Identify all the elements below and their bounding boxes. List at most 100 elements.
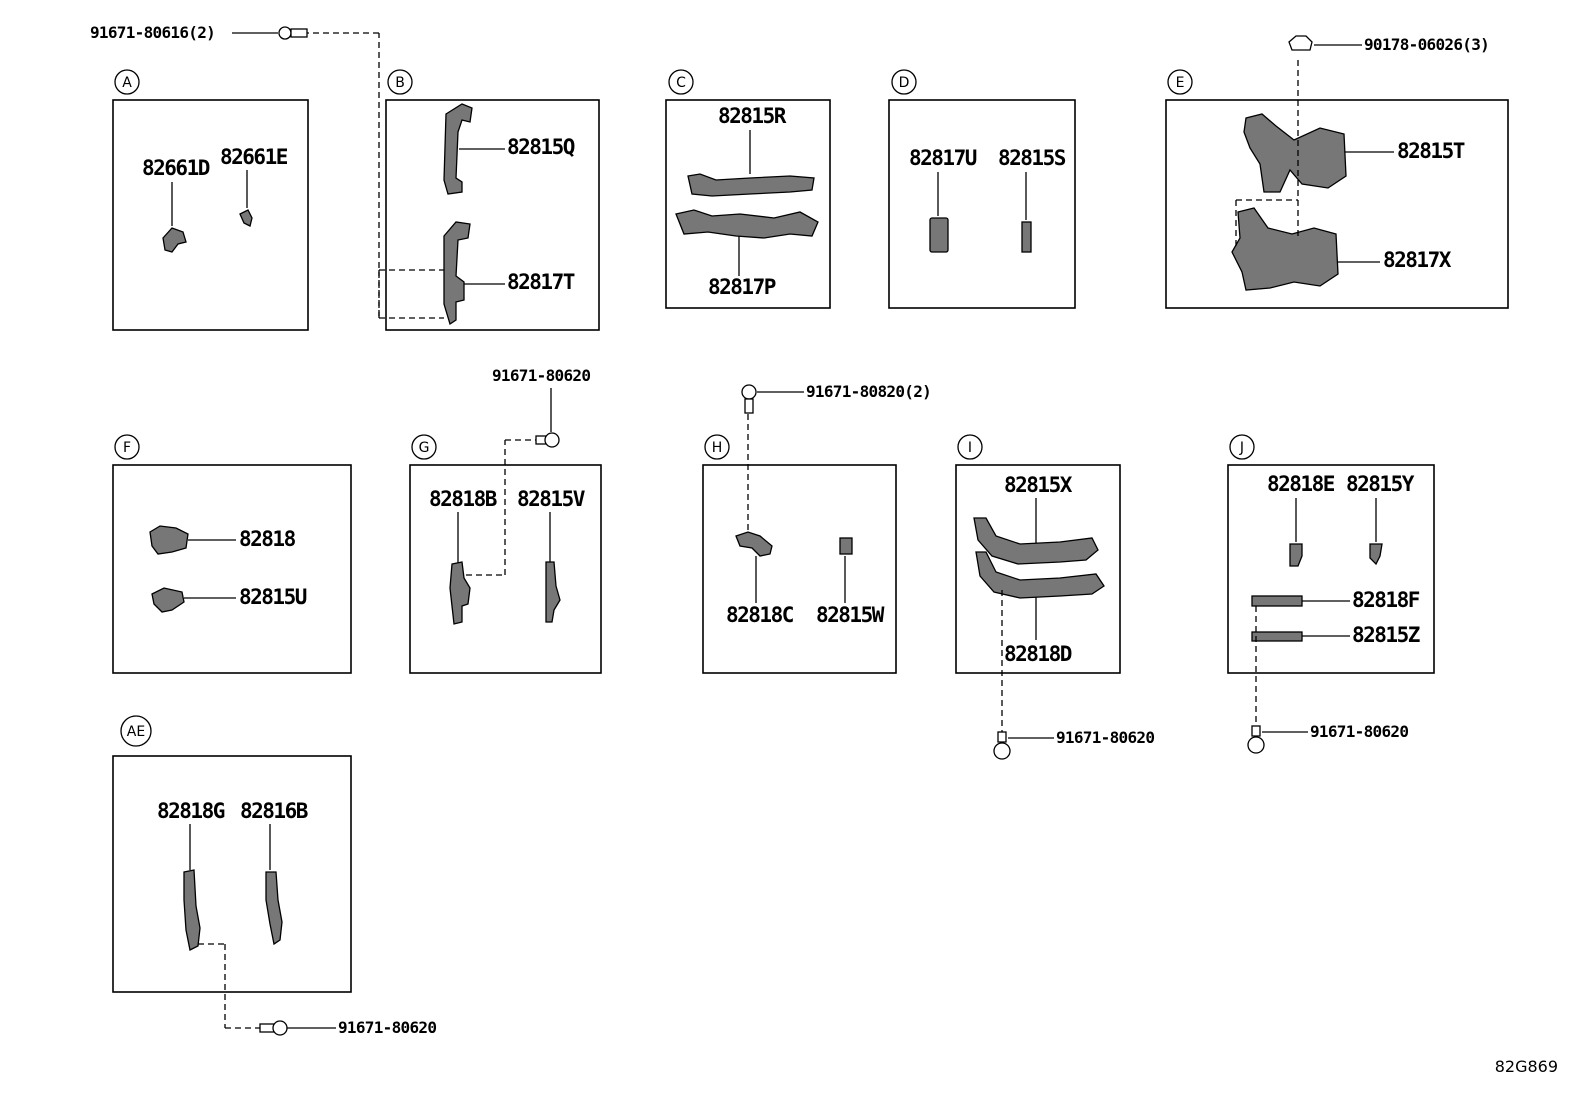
part-label-82818[interactable]: 82818	[239, 527, 297, 551]
group-g-letter: G	[419, 440, 430, 456]
fastener-label-b-top[interactable]: 91671-80616(2)	[90, 23, 216, 42]
part-82818d-shape[interactable]	[975, 551, 1105, 599]
group-c-marker	[668, 69, 694, 95]
part-label-82818g[interactable]: 82818G	[157, 799, 226, 823]
part-82815x-shape[interactable]	[973, 517, 1099, 565]
bolt-head-icon[interactable]	[272, 1020, 288, 1036]
group-a-box	[112, 99, 309, 331]
bolt-head-icon[interactable]	[993, 742, 1011, 760]
group-e-box	[1165, 99, 1509, 309]
part-82815v-shape[interactable]	[545, 561, 561, 623]
diagram-ref-code: 82G869	[1495, 1057, 1558, 1076]
group-j: J 82818E 82815Y 82818F 82815Z	[1227, 434, 1435, 728]
fastener-91671-80820: 91671-80820(2)	[741, 382, 932, 414]
part-82661e-shape[interactable]	[239, 209, 253, 227]
part-82817t-shape[interactable]	[443, 221, 471, 326]
bolt-head-icon[interactable]	[741, 384, 757, 400]
part-82815t-shape[interactable]	[1243, 113, 1347, 193]
part-label-82818d[interactable]: 82818D	[1004, 642, 1073, 666]
fastener-label-ae-bottom[interactable]: 91671-80620	[338, 1018, 437, 1037]
bolt-shank-icon	[259, 1023, 275, 1033]
bolt-head-icon[interactable]	[278, 26, 292, 40]
group-f-marker	[114, 434, 140, 460]
fastener-91671-80620-g: 91671-80620	[492, 366, 591, 448]
bolt-head-icon[interactable]	[1247, 736, 1265, 754]
part-label-82815s[interactable]: 82815S	[998, 146, 1067, 170]
group-ae: AE 82818G 82816B	[112, 715, 352, 1029]
part-label-82817p[interactable]: 82817P	[708, 275, 777, 299]
part-label-82818c[interactable]: 82818C	[726, 603, 795, 627]
bolt-shank-icon	[744, 398, 754, 414]
part-label-82815r[interactable]: 82815R	[718, 104, 788, 128]
bolt-head-icon[interactable]	[544, 432, 560, 448]
part-82818g-shape[interactable]	[183, 869, 201, 951]
group-j-box	[1227, 464, 1435, 674]
part-82818f-shape[interactable]	[1251, 595, 1303, 607]
group-d-letter: D	[899, 75, 910, 91]
bolt-shank-icon	[290, 28, 308, 38]
group-a-letter: A	[122, 75, 132, 91]
group-d: D 82817U 82815S	[888, 69, 1076, 309]
group-h-box	[702, 464, 897, 674]
part-82815z-shape[interactable]	[1251, 631, 1303, 642]
part-label-82818e[interactable]: 82818E	[1267, 472, 1336, 496]
group-i-box	[955, 464, 1121, 674]
fastener-label-e-top[interactable]: 90178-06026(3)	[1364, 35, 1490, 54]
part-label-82661e[interactable]: 82661E	[220, 145, 289, 169]
part-82818-shape[interactable]	[149, 525, 189, 555]
part-82661d-shape[interactable]	[162, 227, 187, 253]
part-label-82815w[interactable]: 82815W	[816, 603, 886, 627]
group-b-letter: B	[395, 75, 405, 91]
part-82815r-shape[interactable]	[687, 173, 815, 197]
fastener-91671-80620-ae: 91671-80620	[259, 1018, 437, 1037]
part-label-82815t[interactable]: 82815T	[1397, 139, 1466, 163]
fastener-label-h-top[interactable]: 91671-80820(2)	[806, 382, 932, 401]
part-label-82815y[interactable]: 82815Y	[1346, 472, 1416, 496]
bolt-shank-icon	[997, 731, 1007, 743]
part-82817u-shape[interactable]	[929, 217, 949, 253]
part-label-82818b[interactable]: 82818B	[429, 487, 498, 511]
group-ae-box	[112, 755, 352, 993]
part-82818e-shape[interactable]	[1289, 543, 1303, 567]
part-82815q-shape[interactable]	[443, 103, 473, 195]
group-b-box	[385, 99, 600, 331]
group-f-box	[112, 464, 352, 674]
part-label-82817t[interactable]: 82817T	[507, 270, 576, 294]
group-c-box	[665, 99, 831, 309]
part-82815y-shape[interactable]	[1369, 543, 1383, 566]
part-82815u-shape[interactable]	[151, 587, 185, 613]
part-label-82817x[interactable]: 82817X	[1383, 248, 1453, 272]
part-82817x-shape[interactable]	[1231, 207, 1339, 291]
part-82815s-shape[interactable]	[1021, 221, 1032, 253]
part-82815w-shape[interactable]	[839, 537, 853, 555]
part-82816b-shape[interactable]	[265, 871, 283, 946]
part-label-82661d[interactable]: 82661D	[142, 156, 211, 180]
part-82817p-shape[interactable]	[675, 209, 819, 239]
group-d-box	[888, 99, 1076, 309]
fastener-91671-80620-i: 91671-80620	[993, 728, 1155, 760]
group-ae-letter: AE	[127, 724, 145, 740]
part-label-82815q[interactable]: 82815Q	[507, 135, 576, 159]
part-label-82815v[interactable]: 82815V	[517, 487, 587, 511]
group-b: B 82815Q 82817T	[306, 32, 600, 331]
fastener-label-g-top[interactable]: 91671-80620	[492, 366, 591, 385]
group-i-marker	[957, 434, 983, 460]
nut-icon[interactable]	[1288, 35, 1313, 51]
part-label-82815x[interactable]: 82815X	[1004, 473, 1074, 497]
part-label-82816b[interactable]: 82816B	[240, 799, 309, 823]
part-label-82818f[interactable]: 82818F	[1352, 588, 1421, 612]
group-e-marker	[1167, 69, 1193, 95]
group-i: I 82815X 82818D	[955, 434, 1121, 732]
fastener-91671-80620-j: 91671-80620	[1247, 722, 1409, 754]
fastener-label-j-bottom[interactable]: 91671-80620	[1310, 722, 1409, 741]
part-label-82815z[interactable]: 82815Z	[1352, 623, 1421, 647]
part-82818c-shape[interactable]	[735, 531, 773, 557]
part-label-82817u[interactable]: 82817U	[909, 146, 978, 170]
fastener-label-i-bottom[interactable]: 91671-80620	[1056, 728, 1155, 747]
bolt-shank-icon	[1251, 725, 1261, 737]
part-label-82815u[interactable]: 82815U	[239, 585, 308, 609]
group-g: G 82818B 82815V	[409, 434, 602, 674]
part-82818b-shape[interactable]	[449, 561, 471, 625]
group-f-letter: F	[123, 440, 131, 456]
